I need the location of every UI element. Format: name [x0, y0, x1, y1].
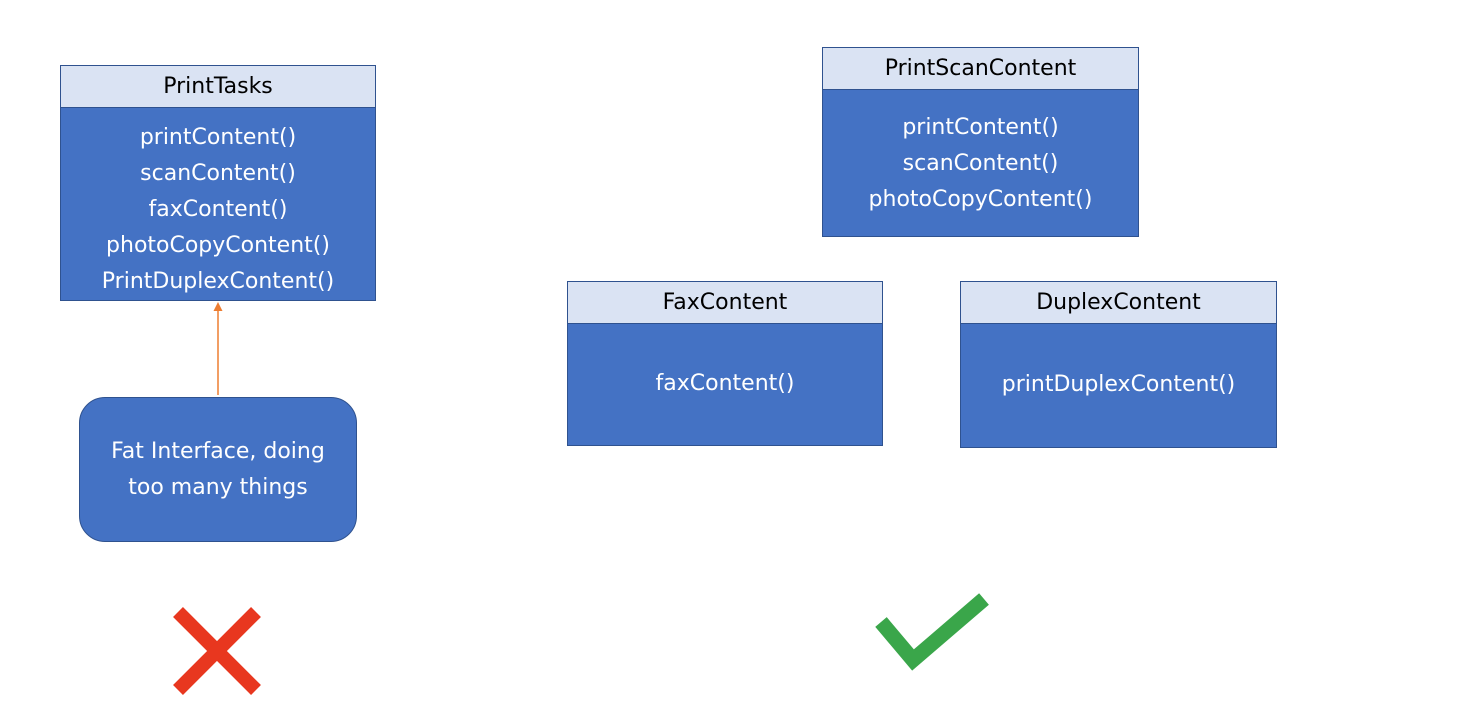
note-text: Fat Interface, doing too many things — [111, 438, 325, 500]
class-methods-printtasks: printContent() scanContent() faxContent(… — [61, 108, 375, 300]
method-item: printContent() — [902, 115, 1059, 140]
note-to-class-arrow — [213, 302, 223, 395]
class-methods-duplexcontent: printDuplexContent() — [961, 324, 1276, 403]
method-item: printContent() — [139, 125, 297, 150]
class-name-duplexcontent: DuplexContent — [961, 282, 1276, 324]
class-name-faxcontent: FaxContent — [568, 282, 882, 324]
method-item: photoCopyContent() — [868, 187, 1093, 212]
class-name-printtasks: PrintTasks — [61, 66, 375, 108]
class-methods-printscancontent: printContent() scanContent() photoCopyCo… — [823, 90, 1138, 218]
class-box-printtasks: PrintTasks printContent() scanContent() … — [60, 65, 376, 301]
note-fat-interface: Fat Interface, doing too many things — [79, 397, 357, 542]
method-item: scanContent() — [140, 161, 296, 186]
method-item: printDuplexContent() — [1001, 372, 1236, 397]
class-name-printscancontent: PrintScanContent — [823, 48, 1138, 90]
class-box-duplexcontent: DuplexContent printDuplexContent() — [960, 281, 1277, 448]
method-item: PrintDuplexContent() — [101, 269, 335, 294]
checkmark-icon — [875, 593, 989, 671]
method-item: faxContent() — [148, 197, 288, 222]
method-item: scanContent() — [902, 151, 1059, 176]
method-item: faxContent() — [655, 371, 795, 396]
cross-icon — [173, 607, 261, 695]
class-box-faxcontent: FaxContent faxContent() — [567, 281, 883, 446]
class-box-printscancontent: PrintScanContent printContent() scanCont… — [822, 47, 1139, 237]
class-methods-faxcontent: faxContent() — [568, 324, 882, 402]
method-item: photoCopyContent() — [106, 233, 330, 258]
